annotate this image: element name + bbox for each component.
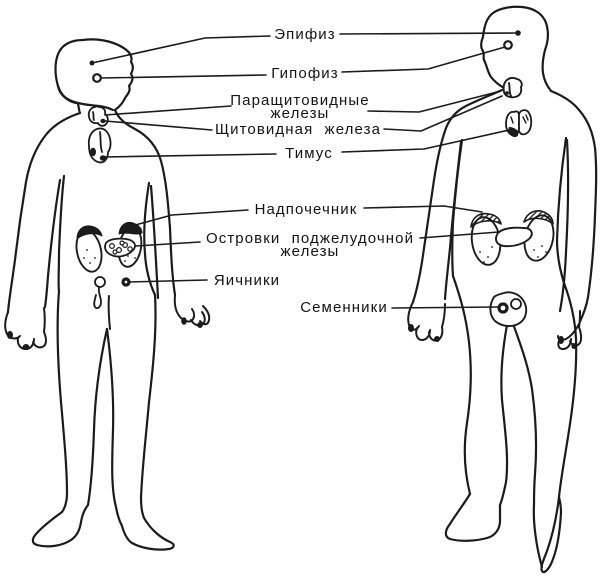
label-parathyroid: Паращитовидные железы — [230, 92, 370, 122]
female-right-leg-outer — [139, 293, 157, 520]
male-left-hand — [407, 301, 446, 342]
left-adrenal-male — [470, 212, 502, 228]
left-adrenal-female — [76, 225, 103, 240]
female-figure-outline — [4, 38, 211, 551]
male-right-leg-inner — [510, 319, 538, 507]
leader-line-ovaries-left — [127, 279, 208, 283]
pancreas-islets-male — [495, 226, 533, 248]
female-torso-left-edge — [57, 174, 66, 293]
label-thyroid: Щитовидная железа — [214, 121, 382, 138]
thymus-dark-marks-female — [90, 147, 107, 161]
left-ovary-outline — [94, 276, 106, 288]
leader-line-adrenal-right — [363, 205, 483, 213]
left-testis-center — [500, 305, 506, 311]
pituitary-gland-female — [92, 73, 102, 83]
label-parathyroid-line1: Паращитовидные — [230, 92, 370, 109]
leader-line-thyroid-left — [104, 120, 213, 131]
islet-cells-female — [108, 240, 133, 255]
leader-line-adrenal-left — [127, 209, 249, 228]
male-torso-right-edge — [555, 136, 568, 285]
female-left-leg-outer — [56, 289, 69, 514]
adrenal-glands-male — [470, 210, 554, 228]
label-epiphysis: Эпифиз — [274, 26, 336, 43]
female-right-hand — [173, 294, 211, 327]
label-islets-line2: железы — [280, 243, 340, 260]
female-torso-right-edge — [143, 181, 157, 297]
thyroid-gland-female — [87, 105, 109, 127]
right-ovary-center — [124, 280, 128, 284]
female-left-leg-inner — [86, 327, 109, 507]
leader-lines — [91, 32, 516, 309]
female-left-arm-outer — [6, 111, 82, 314]
kidney-stipple-male — [479, 245, 547, 263]
leader-line-islets-right — [419, 231, 500, 239]
thymus-dark-mark-male — [508, 127, 519, 137]
leader-line-epiphysis-right — [339, 32, 516, 35]
leader-line-parathyroid-right — [367, 90, 502, 113]
leader-line-hypophysis-left — [100, 74, 267, 79]
ovary-ligament — [93, 286, 102, 310]
testes-male — [489, 291, 528, 327]
label-islets: Островки поджелудочной железы — [205, 230, 415, 260]
ovaries-female — [93, 276, 131, 310]
male-right-leg-outer — [557, 281, 578, 499]
female-right-foot — [114, 505, 175, 551]
male-right-shoulder-arm — [549, 89, 598, 319]
male-head-outline — [480, 5, 553, 93]
pituitary-gland-male — [503, 40, 513, 50]
female-organs — [75, 60, 143, 310]
male-left-arm-outer — [411, 88, 504, 304]
male-organs — [470, 30, 555, 327]
female-fingertip-marks — [7, 317, 203, 350]
thyroid-dark-mark-male — [505, 91, 509, 95]
leader-line-testes-right — [391, 306, 499, 309]
male-right-foot — [532, 495, 563, 574]
female-pubic-cleft — [107, 295, 111, 330]
female-hair-curl — [56, 84, 82, 115]
male-fingertip-marks — [408, 324, 577, 349]
leader-line-thymus-right — [341, 129, 510, 153]
female-right-inner-arm — [149, 184, 160, 300]
male-right-inner-arm — [558, 138, 570, 313]
male-left-leg-outer — [451, 274, 472, 496]
male-left-leg-inner — [498, 318, 510, 507]
label-parathyroid-line2: железы — [270, 105, 330, 122]
label-thymus: Тимус — [285, 145, 333, 162]
leader-line-hypophysis-right — [341, 46, 506, 73]
label-testes: Семенники — [300, 299, 388, 316]
female-right-shoulder-arm — [113, 108, 177, 297]
leader-line-thyroid-right — [383, 95, 503, 132]
leader-line-islets-left — [135, 241, 201, 247]
male-torso-left-edge — [451, 138, 464, 278]
right-adrenal-male — [523, 210, 554, 225]
label-ovaries: Яичники — [213, 272, 281, 289]
female-left-inner-arm — [43, 178, 62, 309]
thyroid-dark-mark-female — [100, 118, 106, 124]
male-figure-outline — [407, 5, 598, 574]
leader-line-thymus-left — [103, 153, 277, 158]
right-testis — [510, 298, 522, 310]
label-islets-line1: Островки поджелудочной — [205, 230, 415, 247]
male-left-foot — [444, 492, 502, 542]
female-left-foot — [31, 503, 90, 548]
leader-line-epiphysis-left — [91, 35, 271, 64]
female-left-hand — [4, 307, 47, 350]
label-hypophysis: Гипофиз — [271, 65, 339, 82]
leader-line-parathyroid-left — [104, 105, 232, 116]
pineal-gland-male — [515, 30, 521, 36]
label-adrenal: Надпочечник — [254, 201, 358, 218]
female-right-leg-inner — [105, 327, 118, 509]
